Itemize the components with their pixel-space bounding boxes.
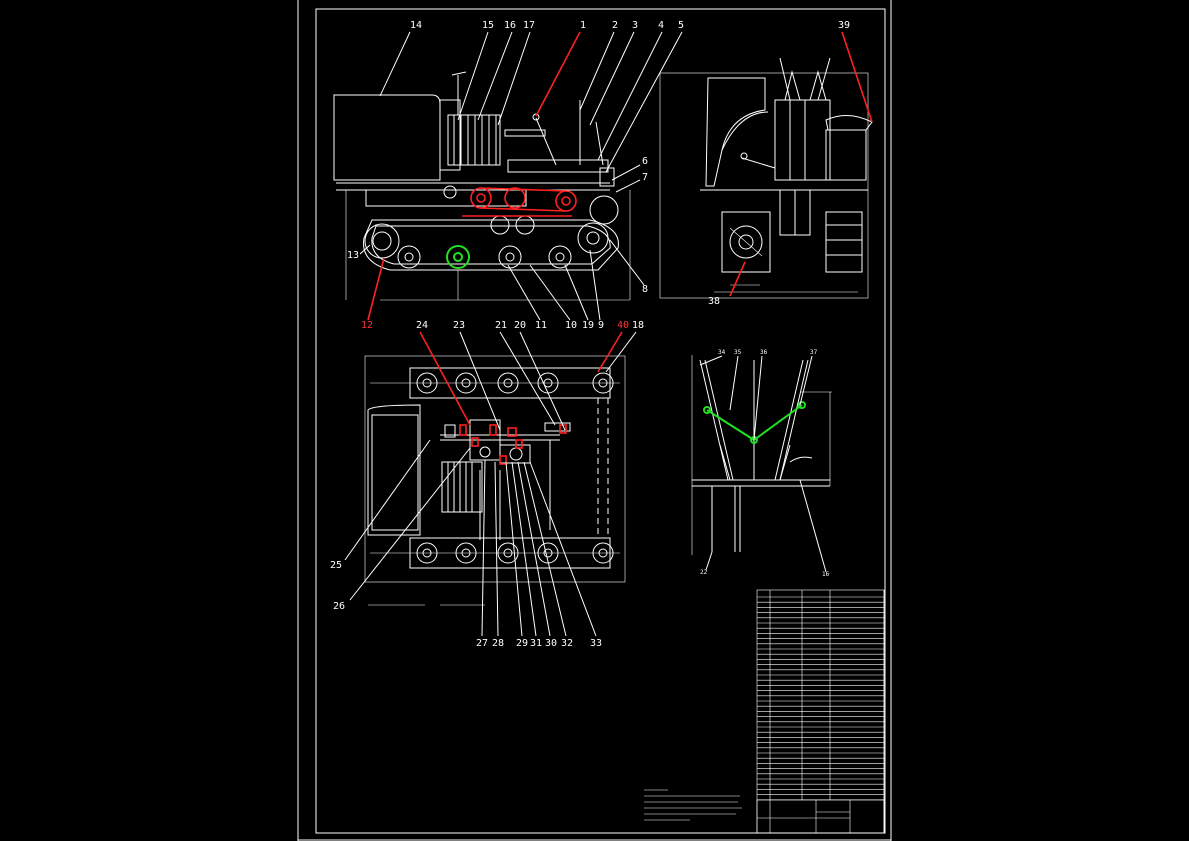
parts-list-table (756, 589, 885, 834)
callout-27: 27 (476, 638, 488, 649)
highlighted-road-wheel (446, 245, 470, 269)
callout-39: 39 (838, 20, 850, 31)
callout-32: 32 (561, 638, 573, 649)
callout-9: 9 (598, 320, 604, 331)
callout-22: 22 (700, 569, 708, 576)
callout-15: 15 (482, 20, 494, 31)
callout-4: 4 (658, 20, 664, 31)
callout-34: 34 (718, 349, 726, 356)
rear-view: 39 38 (659, 20, 873, 307)
drawing-frame (315, 8, 886, 834)
callout-6: 6 (642, 156, 648, 167)
idler-wheel (577, 222, 609, 254)
callout-40: 40 (617, 320, 629, 331)
callout-5: 5 (678, 20, 684, 31)
side-view: 14 15 16 17 1 2 3 4 5 6 7 8 9 19 10 11 1… (333, 20, 684, 331)
belt-drive (462, 187, 577, 217)
callout-35: 35 (734, 349, 742, 356)
callout-13: 13 (347, 250, 359, 261)
callout-25: 25 (330, 560, 342, 571)
radiator-fins (447, 114, 501, 166)
callout-17: 17 (523, 20, 535, 31)
detail-linkage (703, 401, 806, 444)
callout-14: 14 (410, 20, 422, 31)
callout-36: 36 (760, 349, 768, 356)
side-view-leaders (359, 31, 683, 321)
callout-21: 21 (495, 320, 507, 331)
callout-16-detail: 16 (822, 571, 830, 578)
callout-23: 23 (453, 320, 465, 331)
callout-18: 18 (632, 320, 644, 331)
callout-30: 30 (545, 638, 557, 649)
callout-7: 7 (642, 172, 648, 183)
seat (825, 115, 873, 131)
callout-20: 20 (514, 320, 526, 331)
technical-notes (644, 789, 742, 821)
callout-11: 11 (535, 320, 547, 331)
callout-19: 19 (582, 320, 594, 331)
plan-view: 24 23 21 20 40 18 25 26 27 28 29 31 30 3… (330, 320, 644, 649)
callout-1: 1 (580, 20, 586, 31)
callout-3: 3 (632, 20, 638, 31)
detail-view: 34 35 36 37 22 16 (691, 349, 832, 578)
callout-16: 16 (504, 20, 516, 31)
callout-37: 37 (810, 349, 818, 356)
rear-right-track (825, 211, 863, 273)
callout-8: 8 (642, 284, 648, 295)
callout-38: 38 (708, 296, 720, 307)
rear-left-track (721, 211, 771, 273)
callout-28: 28 (492, 638, 504, 649)
callout-31: 31 (530, 638, 542, 649)
callout-26: 26 (333, 601, 345, 612)
crawler-track (363, 219, 619, 271)
callout-33: 33 (590, 638, 602, 649)
callout-10: 10 (565, 320, 577, 331)
drive-sprocket (364, 223, 400, 259)
engine-housing (333, 94, 441, 181)
callout-12: 12 (361, 320, 373, 331)
callout-29: 29 (516, 638, 528, 649)
callout-24: 24 (416, 320, 428, 331)
callout-2: 2 (612, 20, 618, 31)
